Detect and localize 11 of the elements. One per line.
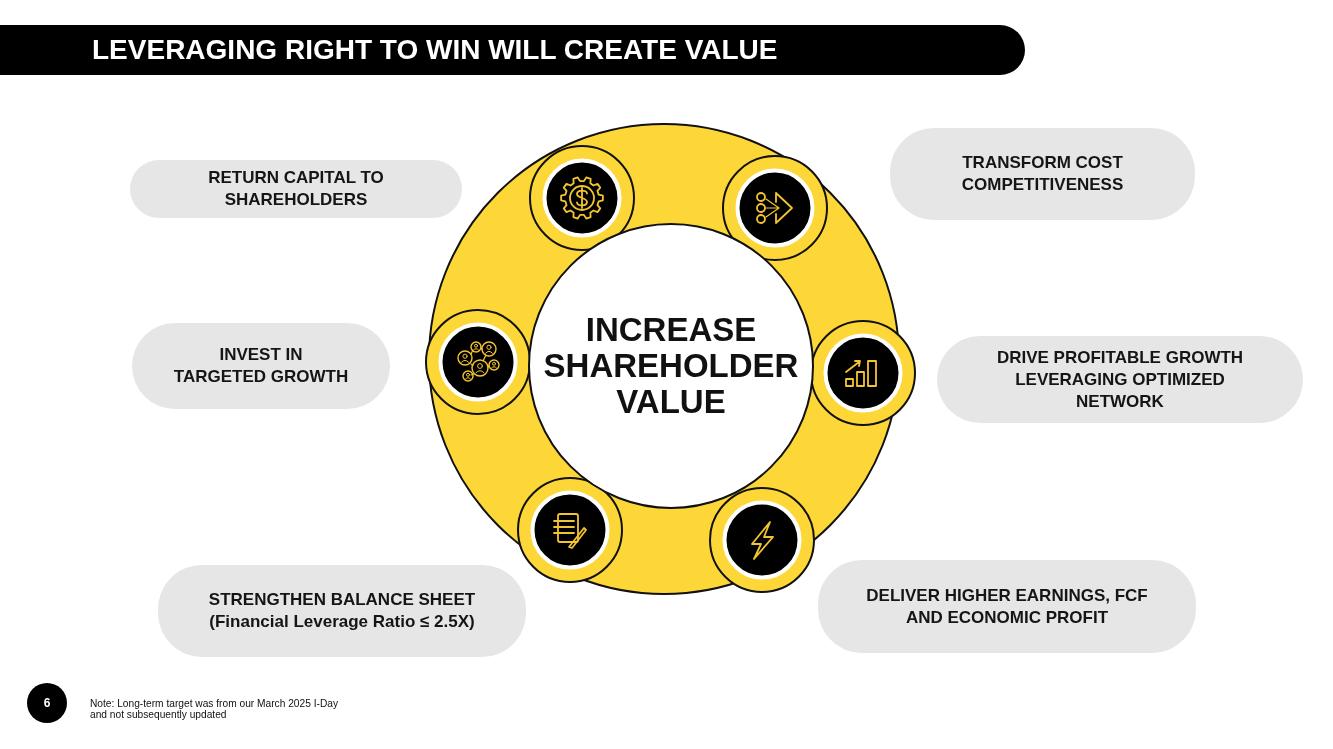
goal-detail: (Financial Leverage Ratio ≤ 2.5X)	[209, 611, 475, 633]
goal-text: INVEST IN TARGETED GROWTH	[172, 344, 350, 388]
center-heading: INCREASE SHAREHOLDER VALUE	[542, 312, 800, 420]
slide-title: LEVERAGING RIGHT TO WIN WILL CREATE VALUE	[92, 33, 778, 67]
goal-text: TRANSFORM COST COMPETITIVENESS	[960, 152, 1125, 196]
goal-text: DRIVE PROFITABLE GROWTH LEVERAGING OPTIMIZED NETWORK	[995, 346, 1245, 413]
page-number: 6	[27, 683, 67, 723]
goal-text: DELIVER HIGHER EARNINGS, FCF AND ECONOMIC PROFIT	[865, 584, 1149, 629]
goal-text: STRENGTHEN BALANCE SHEET	[208, 589, 476, 611]
goal-text: RETURN CAPITAL TO SHAREHOLDERS	[207, 167, 385, 211]
footnote: Note: Long-term target was from our March 2025 I-Day and not subsequently updated	[90, 698, 339, 720]
